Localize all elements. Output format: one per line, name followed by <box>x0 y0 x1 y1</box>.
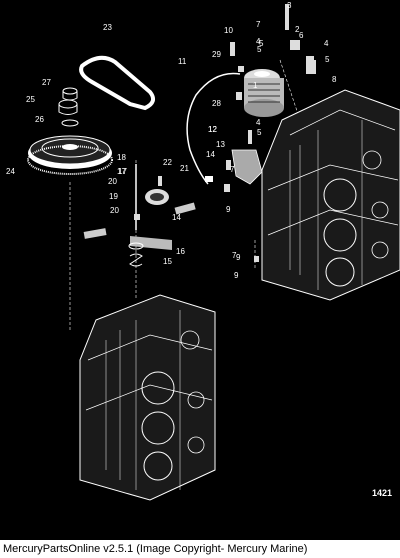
callout-23: 23 <box>103 23 112 32</box>
callout-26: 26 <box>35 115 44 124</box>
callout-17: 17 <box>118 167 127 176</box>
callout-10: 10 <box>224 26 233 35</box>
alternator <box>244 69 284 117</box>
callout-5: 5 <box>257 128 262 137</box>
callout-17: 17 <box>117 167 126 176</box>
callout-11: 11 <box>178 57 187 66</box>
callout-22: 22 <box>163 158 172 167</box>
fasteners <box>134 4 316 262</box>
callout-4: 4 <box>256 37 261 46</box>
callout-labels: 1234567891011121314151617181920212223242… <box>6 1 337 280</box>
callout-13: 13 <box>216 140 225 149</box>
callout-2: 2 <box>295 25 300 34</box>
callout-5: 5 <box>259 39 264 48</box>
callout-9: 9 <box>234 271 239 280</box>
callout-6: 6 <box>299 31 304 40</box>
callout-9: 9 <box>226 205 231 214</box>
callout-12: 12 <box>208 125 217 134</box>
callout-16: 16 <box>176 247 185 256</box>
callout-18: 18 <box>117 153 126 162</box>
callout-19: 19 <box>109 192 118 201</box>
callout-15: 15 <box>163 257 172 266</box>
flywheel <box>27 135 113 175</box>
callout-3: 3 <box>287 1 292 10</box>
callout-14: 14 <box>206 150 215 159</box>
callout-5: 5 <box>325 55 330 64</box>
callout-20: 20 <box>108 177 117 186</box>
callout-8: 8 <box>332 75 337 84</box>
alternator-bracket <box>231 149 263 185</box>
powerhead-block-lower <box>79 294 216 501</box>
callout-5: 5 <box>257 45 262 54</box>
figure-number: 1421 <box>372 488 393 498</box>
callout-7: 7 <box>230 165 235 174</box>
wire-harness <box>186 72 241 185</box>
callout-21: 21 <box>180 164 189 173</box>
callout-27: 27 <box>42 78 51 87</box>
callout-4: 4 <box>256 118 261 127</box>
callout-14: 14 <box>172 213 181 222</box>
callout-7: 7 <box>256 20 261 29</box>
callout-12: 12 <box>208 125 217 134</box>
pulley-parts <box>58 87 79 127</box>
callout-4: 4 <box>324 39 329 48</box>
callout-1: 1 <box>253 81 258 90</box>
callout-25: 25 <box>26 95 35 104</box>
callout-20: 20 <box>110 206 119 215</box>
drive-belt <box>79 55 156 111</box>
copyright-footer: MercuryPartsOnline v2.5.1 (Image Copyrig… <box>0 540 400 558</box>
callout-29: 29 <box>212 50 221 59</box>
callout-7: 7 <box>232 251 237 260</box>
powerhead-block-upper <box>261 89 400 301</box>
callout-28: 28 <box>212 99 221 108</box>
callout-9: 9 <box>236 253 241 262</box>
callout-24: 24 <box>6 167 15 176</box>
